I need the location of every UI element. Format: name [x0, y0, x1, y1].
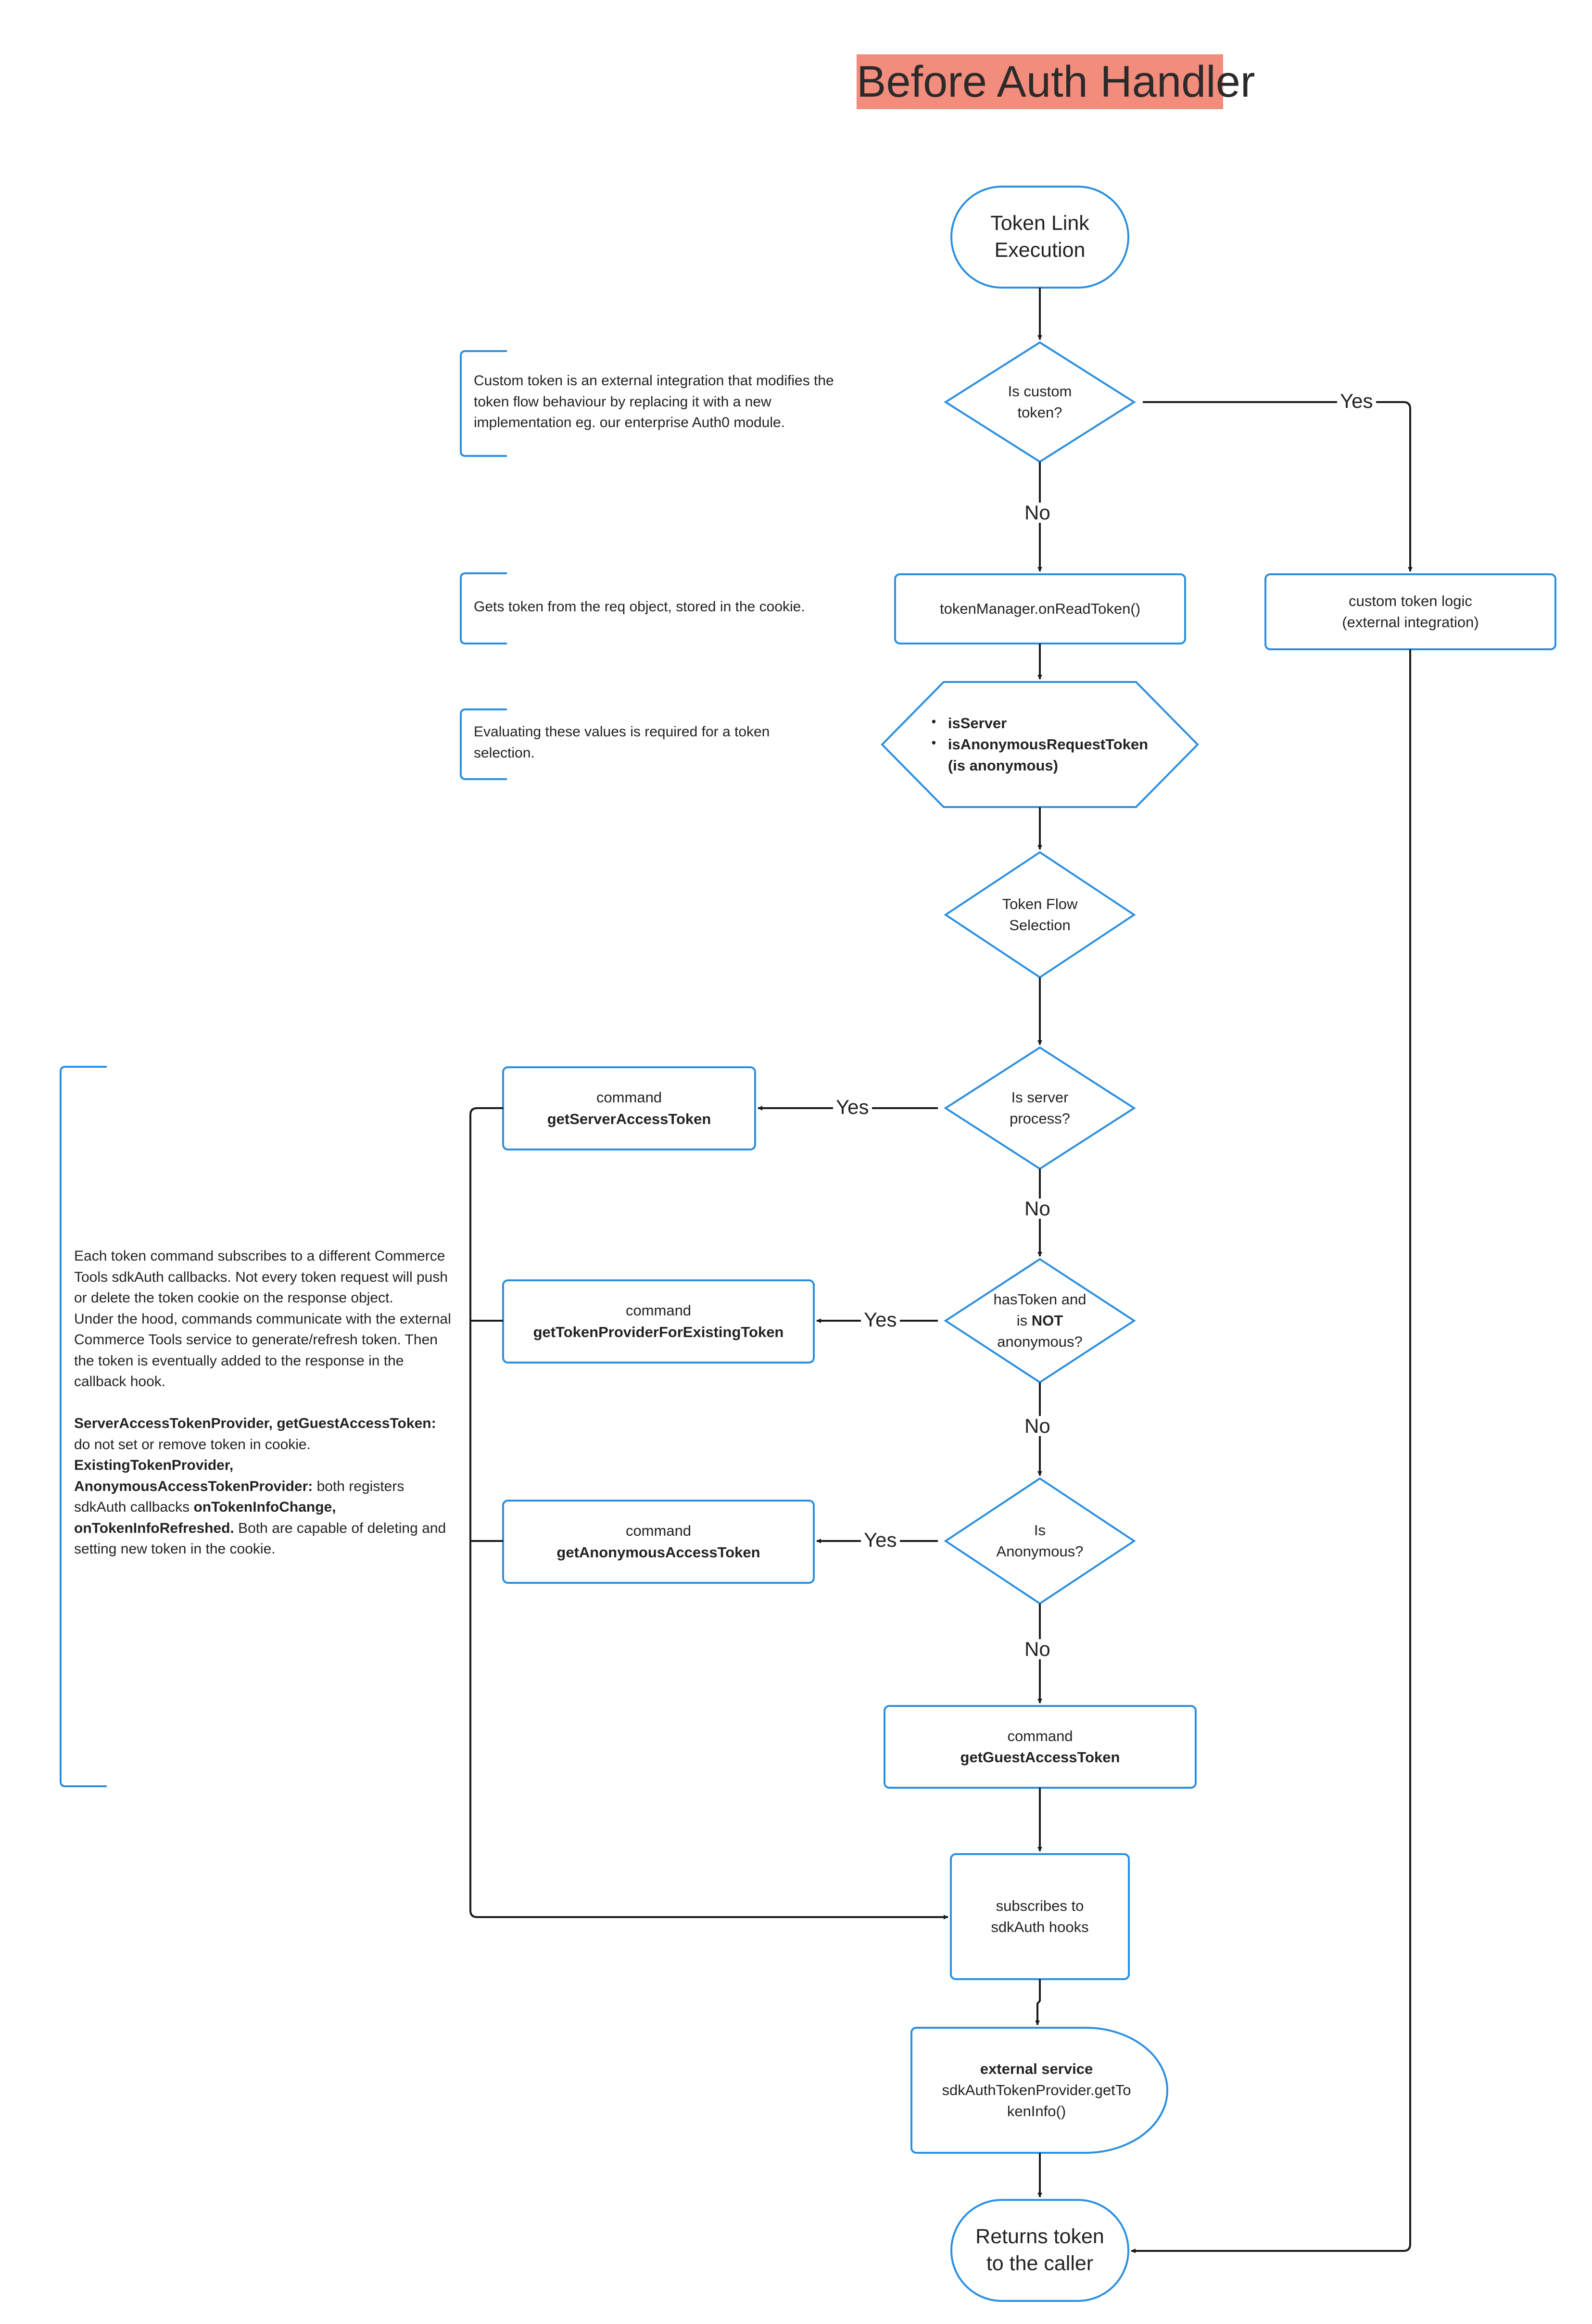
has-token-label-post: anonymous?: [997, 1333, 1083, 1350]
start-terminal-label: Token Link Execution: [990, 212, 1089, 262]
server-access-token-command: command getServerAccessToken: [503, 1067, 755, 1149]
commands-note-p1: Each token command subscribes to a diffe…: [74, 1248, 448, 1306]
commands-note-p4-text2: Both are capable of deleting and setting…: [74, 1520, 446, 1557]
server-command-label: command: [596, 1089, 662, 1106]
external-service-title: external service: [980, 2060, 1093, 2077]
edge-custom-logic-to-end: [1131, 649, 1411, 2253]
commands-note-p2: Under the hood, commands communicate wit…: [74, 1311, 451, 1390]
commands-note-bracket: [60, 1066, 107, 1787]
server-command-name: getServerAccessToken: [547, 1110, 711, 1127]
existing-command-name: getTokenProviderForExistingToken: [533, 1323, 784, 1340]
is-custom-token-decision: Is custom token?: [946, 342, 1134, 462]
read-token-label: tokenManager.onReadToken(): [939, 600, 1141, 617]
guest-command-name: getGuestAccessToken: [960, 1749, 1120, 1766]
is-custom-token-label: Is custom token?: [1008, 382, 1072, 421]
edge-label-no-server: No: [1022, 1199, 1053, 1219]
end-terminal-shape: [950, 2199, 1129, 2302]
anonymous-access-token-command: command getAnonymousAccessToken: [503, 1501, 814, 1583]
external-service-shape: [910, 2027, 1168, 2154]
evaluate-values-hexagon: isServer isAnonymousRequestToken (is ano…: [882, 682, 1198, 807]
edge-label-yes-has-token: Yes: [861, 1310, 900, 1330]
page-title: Before Auth Handler: [857, 54, 1255, 109]
edge-commands-to-subscribe: [469, 1107, 948, 1920]
commands-note: Each token command subscribes to a diffe…: [74, 1246, 454, 1560]
commands-note-p4-bold: ExistingTokenProvider, AnonymousAccessTo…: [74, 1457, 313, 1494]
edge-label-yes-anon: Yes: [861, 1530, 900, 1550]
commands-note-p3-bold: ServerAccessTokenProvider, getGuestAcces…: [74, 1415, 436, 1431]
subscribe-label: subscribes to sdkAuth hooks: [991, 1897, 1089, 1935]
edge-label-no-custom: No: [1022, 503, 1053, 523]
custom-token-logic-process: custom token logic (external integration…: [1265, 574, 1555, 649]
gets-token-note-bracket: [460, 572, 507, 644]
is-anonymous-label: Is Anonymous?: [996, 1521, 1084, 1560]
start-terminal: Token Link Execution: [951, 187, 1128, 288]
existing-token-command: command getTokenProviderForExistingToken: [503, 1280, 814, 1363]
token-flow-selection-label: Token Flow Selection: [1002, 895, 1078, 934]
evaluate-item-is-anonymous-request-token: isAnonymousRequestToken: [932, 734, 1148, 755]
read-token-process: tokenManager.onReadToken(): [895, 574, 1185, 644]
edge-label-no-has-token: No: [1022, 1416, 1053, 1436]
is-server-process-decision: Is server process?: [946, 1048, 1134, 1169]
guest-command-label: command: [1007, 1727, 1073, 1744]
anon-command-label: command: [625, 1522, 692, 1540]
commands-note-p4-bold2: onTokenInfoChange, onTokenInfoRefreshed.: [74, 1499, 336, 1536]
commands-note-p3: ServerAccessTokenProvider, getGuestAcces…: [74, 1413, 454, 1455]
commands-note-spacer: [74, 1392, 454, 1414]
token-flow-selection-decision: Token Flow Selection: [946, 852, 1134, 977]
edge-label-no-anon: No: [1022, 1639, 1053, 1659]
edge-label-yes-custom: Yes: [1337, 391, 1376, 411]
commands-note-p4: ExistingTokenProvider, AnonymousAccessTo…: [74, 1455, 454, 1560]
external-service-node: external service sdkAuthTokenProvider.ge…: [911, 2028, 1162, 2153]
evaluate-values-list: isServer isAnonymousRequestToken (is ano…: [932, 713, 1148, 776]
is-server-process-label: Is server process?: [1010, 1088, 1070, 1127]
evaluate-item-is-anonymous: (is anonymous): [948, 757, 1058, 774]
has-token-not-anonymous-decision: hasToken and is NOT anonymous?: [946, 1259, 1134, 1382]
existing-command-label: command: [625, 1302, 692, 1319]
custom-token-note: Custom token is an external integration …: [474, 373, 834, 430]
guest-access-token-command: command getGuestAccessToken: [884, 1706, 1196, 1788]
anon-command-name: getAnonymousAccessToken: [556, 1543, 760, 1561]
has-token-label: hasToken and is NOT anonymous?: [993, 1289, 1086, 1352]
end-terminal: Returns token to the caller: [951, 2200, 1128, 2301]
commands-note-p3-text: do not set or remove token in cookie.: [74, 1436, 311, 1452]
has-token-label-not: NOT: [1031, 1312, 1063, 1329]
evaluating-note: Evaluating these values is required for …: [474, 724, 770, 761]
end-terminal-label: Returns token to the caller: [975, 2225, 1104, 2275]
evaluate-item-is-server: isServer: [932, 713, 1148, 734]
gets-token-note: Gets token from the req object, stored i…: [474, 599, 805, 615]
evaluating-note-bracket: [460, 708, 507, 780]
edge-subscribe-to-external: [1035, 1979, 1041, 2025]
custom-token-logic-label: custom token logic (external integration…: [1342, 592, 1479, 631]
edge-label-yes-server: Yes: [833, 1097, 872, 1117]
custom-token-note-bracket: [460, 350, 507, 457]
external-service-call: sdkAuthTokenProvider.getTo kenInfo(): [942, 2081, 1131, 2120]
is-anonymous-decision: Is Anonymous?: [946, 1478, 1134, 1604]
subscribe-sdkauth-hooks: subscribes to sdkAuth hooks: [951, 1854, 1129, 1979]
has-token-label-pre: hasToken and is: [993, 1290, 1087, 1329]
commands-note-p4-text: both registers sdkAuth callbacks: [74, 1478, 404, 1516]
edge-custom-yes: [1143, 401, 1413, 572]
